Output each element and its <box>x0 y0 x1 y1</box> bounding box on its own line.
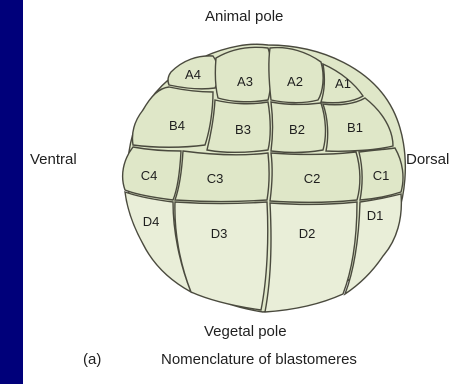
cell-label-D2: D2 <box>299 226 316 241</box>
cell-label-A4: A4 <box>185 67 201 82</box>
embryo-diagram: A4 A3 A2 A1 B4 B3 B2 B1 C4 C3 C2 C1 D4 D… <box>23 0 475 384</box>
cell-label-B2: B2 <box>289 122 305 137</box>
cell-label-C1: C1 <box>373 168 390 183</box>
cell-label-A2: A2 <box>287 74 303 89</box>
cell-label-B4: B4 <box>169 118 185 133</box>
cell-label-D1: D1 <box>367 208 384 223</box>
cell-label-D4: D4 <box>143 214 160 229</box>
cell-D2 <box>265 202 357 312</box>
cell-label-C4: C4 <box>141 168 158 183</box>
cell-D3 <box>175 202 268 310</box>
cell-label-C2: C2 <box>304 171 321 186</box>
cell-label-C3: C3 <box>207 171 224 186</box>
figure-panel: Animal pole Ventral Dorsal Vegetal pole … <box>23 0 475 384</box>
cell-label-A3: A3 <box>237 74 253 89</box>
cell-label-B1: B1 <box>347 120 363 135</box>
cell-label-A1: A1 <box>335 76 351 91</box>
cell-label-B3: B3 <box>235 122 251 137</box>
cell-label-D3: D3 <box>211 226 228 241</box>
